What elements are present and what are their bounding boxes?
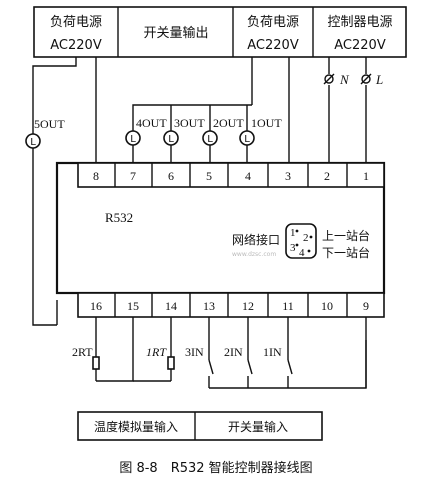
- load-supply-1-title: 负荷电源: [50, 15, 102, 30]
- lamp-5out-icon: [25, 133, 41, 149]
- lamp-1out-icon: [239, 130, 255, 146]
- port-pin-1: 1: [290, 227, 296, 239]
- bottom-wiring: [56, 300, 367, 389]
- terminal-4: 4: [245, 169, 251, 183]
- output-4out: 4OUT: [136, 116, 167, 130]
- input-1in: 1IN: [263, 345, 282, 359]
- sensor-2rt-icon: [92, 356, 100, 370]
- input-labels: 2RT 1RT 3IN 2IN 1IN: [72, 345, 282, 359]
- output-1out: 1OUT: [251, 116, 282, 130]
- top-box-row: 负荷电源 AC220V 开关量输出 负荷电源 AC220V 控制器电源 AC22…: [33, 6, 407, 58]
- terminal-10: 10: [321, 299, 333, 313]
- device-model: R532: [105, 210, 133, 225]
- terminal-n-symbol: [324, 74, 334, 84]
- terminal-3: 3: [285, 169, 291, 183]
- terminal-n-label: N: [339, 72, 350, 87]
- terminal-16: 16: [90, 299, 102, 313]
- terminal-2: 2: [324, 169, 330, 183]
- terminal-12: 12: [242, 299, 254, 313]
- input-2rt: 2RT: [72, 345, 93, 359]
- temperature-analog-input: 温度模拟量输入: [94, 419, 178, 434]
- switch-output-title: 开关量输出: [143, 25, 208, 41]
- terminal-5: 5: [206, 169, 212, 183]
- output-labels: 5OUT 4OUT 3OUT 2OUT 1OUT: [34, 116, 282, 131]
- top-box-frame: [33, 6, 407, 58]
- terminal-l-symbol: [361, 74, 371, 84]
- input-3in: 3IN: [185, 345, 204, 359]
- downstream-station: 下一站台: [322, 245, 370, 260]
- network-port-icon: [285, 223, 317, 259]
- network-port: 1 2 3 4: [285, 223, 317, 259]
- terminal-14: 14: [165, 299, 177, 313]
- network-interface-label: 网络接口: [232, 232, 280, 247]
- top-terminal-strip: 8 7 6 5 4 3 2 1: [77, 162, 385, 188]
- bottom-terminal-strip: 16 15 14 13 12 11 10 9: [77, 292, 385, 318]
- port-pin-3: 3: [290, 242, 296, 254]
- lamp-symbols: L L L L L: [25, 130, 255, 149]
- terminal-13: 13: [203, 299, 215, 313]
- controller-supply-voltage: AC220V: [334, 38, 386, 53]
- load-supply-1-voltage: AC220V: [50, 38, 102, 53]
- terminal-7: 7: [130, 169, 136, 183]
- bottom-box-row: 温度模拟量输入 开关量输入: [77, 411, 323, 441]
- bottom-box-frame: [77, 411, 323, 441]
- controller-supply-title: 控制器电源: [327, 15, 392, 30]
- lamp-4out-icon: [125, 130, 141, 146]
- watermark: www.dzsc.com: [232, 251, 276, 258]
- port-pin-4: 4: [299, 247, 305, 259]
- lamp-4out-label: L: [130, 134, 136, 145]
- terminal-1: 1: [363, 169, 369, 183]
- lamp-5out-label: L: [30, 137, 36, 148]
- upstream-station: 上一站台: [322, 228, 370, 243]
- terminal-9: 9: [363, 299, 369, 313]
- lamp-3out-label: L: [168, 134, 174, 145]
- sensor-1rt-icon: [167, 356, 175, 370]
- terminal-11: 11: [282, 299, 294, 313]
- output-2out: 2OUT: [213, 116, 244, 130]
- load-supply-2-title: 负荷电源: [247, 15, 299, 30]
- terminal-15: 15: [127, 299, 139, 313]
- input-2in: 2IN: [224, 345, 243, 359]
- lamp-2out-icon: [202, 130, 218, 146]
- output-5out: 5OUT: [34, 117, 65, 131]
- switch-input: 开关量输入: [228, 419, 288, 434]
- load-supply-2-voltage: AC220V: [247, 38, 299, 53]
- terminal-l-label: L: [375, 72, 383, 87]
- top-wiring: N L: [32, 57, 383, 326]
- lamp-1out-label: L: [244, 134, 250, 145]
- output-3out: 3OUT: [174, 116, 205, 130]
- figure-caption: 图 8-8 R532 智能控制器接线图: [119, 460, 312, 476]
- input-1rt: 1RT: [146, 345, 167, 359]
- lamp-3out-icon: [163, 130, 179, 146]
- terminal-8: 8: [93, 169, 99, 183]
- port-pin-2: 2: [303, 232, 309, 244]
- terminal-6: 6: [168, 169, 174, 183]
- lamp-2out-label: L: [207, 134, 213, 145]
